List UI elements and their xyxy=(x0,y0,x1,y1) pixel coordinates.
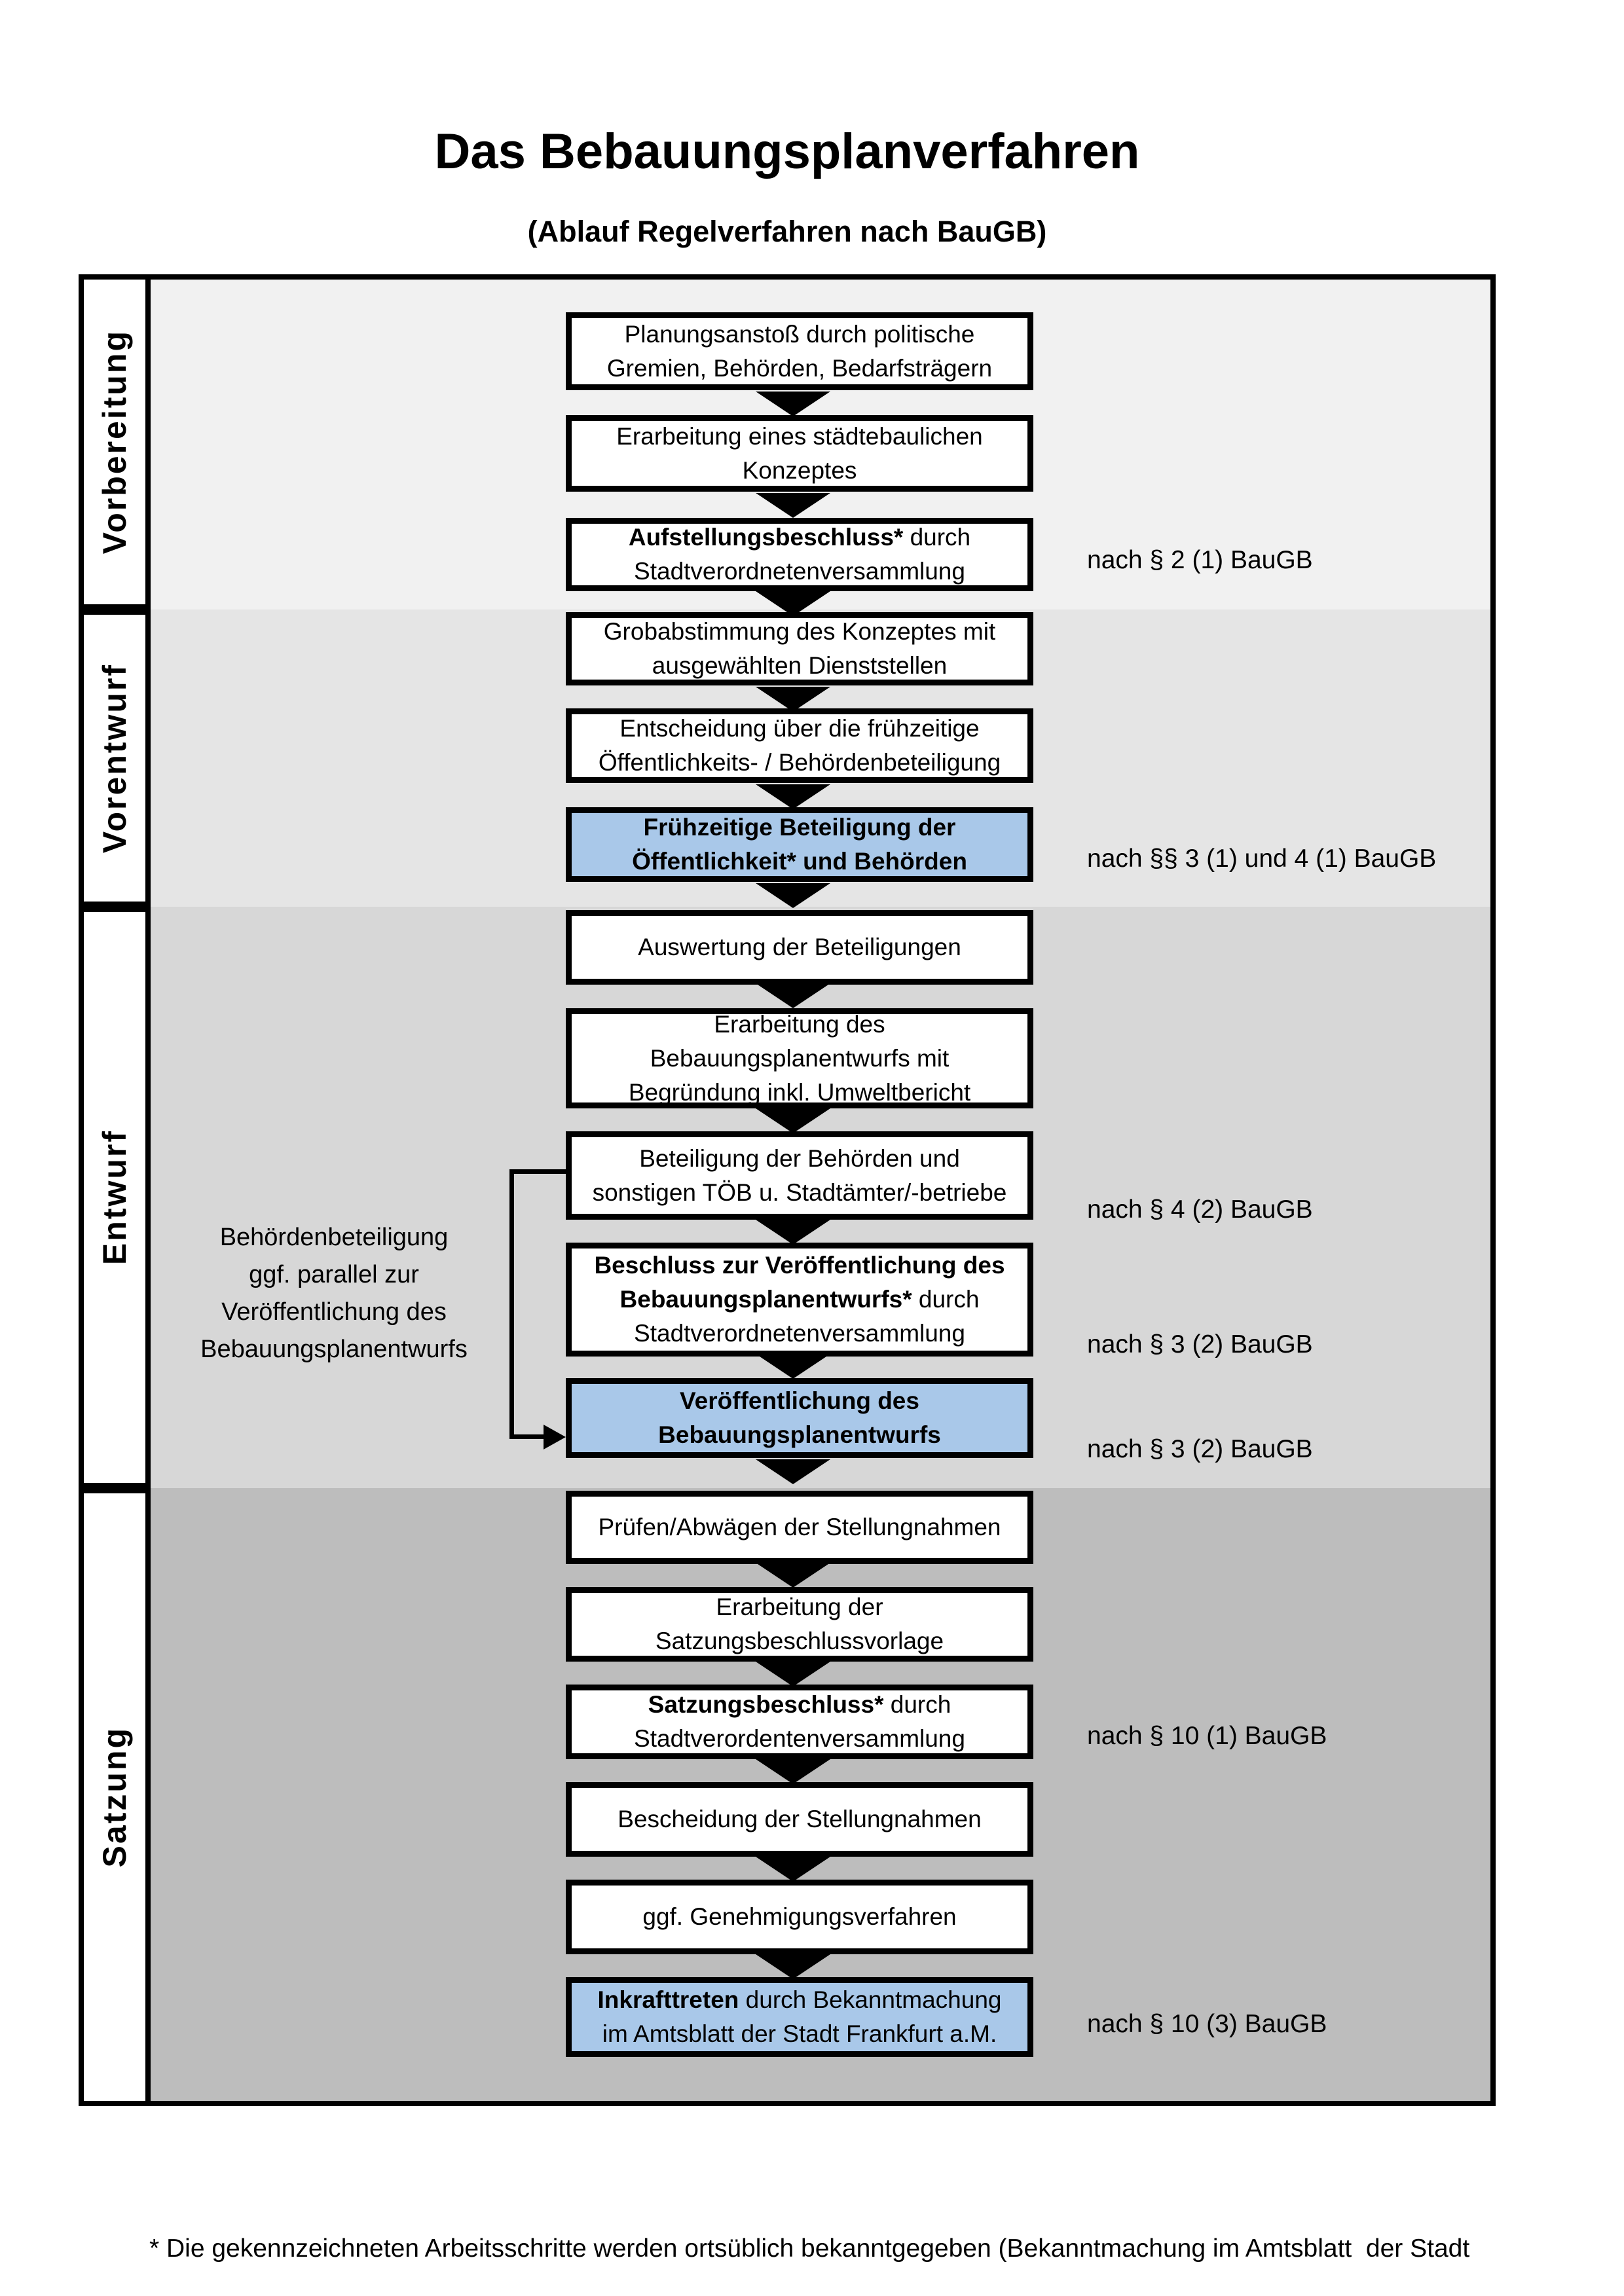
footnote-line: * Die gekennzeichneten Arbeitsschritte w… xyxy=(149,2234,1470,2263)
parallel-connector-arrow-icon xyxy=(544,1425,566,1449)
step-text-bold: Inkrafttreten xyxy=(597,1986,739,2013)
step-pruefen-abwaegen: Prüfen/Abwägen der Stellungnahmen xyxy=(566,1491,1033,1564)
arrow-down-icon xyxy=(756,1459,830,1484)
step-text-bold: Bebauungsplanentwurfs* xyxy=(619,1286,912,1313)
step-text-line: Inkrafttreten durch Bekanntmachung xyxy=(598,1983,1002,2017)
step-text-line: Gremien, Behörden, Bedarfsträgern xyxy=(606,354,993,382)
baugb-reference: nach § 3 (2) BauGB xyxy=(1087,1435,1313,1463)
step-auswertung: Auswertung der Beteiligungen xyxy=(566,910,1033,985)
step-satzungsbeschlussvorlage: Erarbeitung der Satzungsbeschlussvorlage xyxy=(566,1587,1033,1662)
arrow-down-icon xyxy=(756,983,830,1008)
arrow-down-icon xyxy=(756,392,830,416)
arrow-down-icon xyxy=(756,591,830,616)
step-text-line: Veröffentlichung des xyxy=(680,1387,919,1414)
baugb-reference: nach § 10 (1) BauGB xyxy=(1087,1722,1327,1750)
parallel-note-line: Behördenbeteiligung xyxy=(219,1224,449,1251)
step-grobabstimmung: Grobabstimmung des Konzeptes mit ausgewä… xyxy=(566,612,1033,685)
parallel-note-line: Veröffentlichung des xyxy=(221,1298,447,1326)
step-text-line: ausgewählten Dienststellen xyxy=(652,652,948,679)
step-text-line: sonstigen TÖB u. Stadtämter/-betriebe xyxy=(592,1178,1007,1206)
step-beschluss-veroeffentlichung: Beschluss zur Veröffentlichung des Bebau… xyxy=(566,1243,1033,1357)
step-text-line: Satzungsbeschluss* durch xyxy=(648,1688,951,1722)
arrow-down-icon xyxy=(756,1954,830,1979)
step-text: durch Bekanntmachung xyxy=(739,1986,1002,2013)
arrow-down-icon xyxy=(756,687,830,712)
step-planungsanstoss: Planungsanstoß durch politische Gremien,… xyxy=(566,312,1033,390)
step-text: durch xyxy=(903,524,971,551)
step-text: durch xyxy=(912,1286,980,1313)
step-text-line: Beschluss zur Veröffentlichung des xyxy=(594,1252,1005,1279)
step-text-line: im Amtsblatt der Stadt Frankfurt a.M. xyxy=(602,2020,997,2047)
step-fruehzeitige-beteiligung: Frühzeitige Beteiligung der Öffentlichke… xyxy=(566,807,1033,882)
step-inkrafttreten: Inkrafttreten durch Bekanntmachung im Am… xyxy=(566,1977,1033,2057)
arrow-down-icon xyxy=(756,1662,830,1686)
step-bescheidung: Bescheidung der Stellungnahmen xyxy=(566,1782,1033,1857)
step-text-bold: Satzungsbeschluss* xyxy=(648,1691,884,1718)
parallel-note: Behördenbeteiligung ggf. parallel zur Ve… xyxy=(151,1219,517,1368)
step-text: durch xyxy=(883,1691,951,1718)
step-text-line: Öffentlichkeit* und Behörden xyxy=(632,848,967,875)
step-satzungsbeschluss: Satzungsbeschluss* durch Stadtverordente… xyxy=(566,1685,1033,1759)
step-text-line: Grobabstimmung des Konzeptes mit xyxy=(603,618,996,645)
arrow-down-icon xyxy=(756,1108,830,1133)
step-text-line: Stadtverordnetenversammlung xyxy=(634,1320,965,1347)
step-beteiligung-behoerden: Beteiligung der Behörden und sonstigen T… xyxy=(566,1131,1033,1220)
step-text-line: Bebauungsplanentwurfs xyxy=(658,1421,941,1448)
step-text-line: Öffentlichkeits- / Behördenbeteiligung xyxy=(598,749,1001,776)
parallel-note-line: Bebauungsplanentwurfs xyxy=(200,1336,468,1363)
page-title: Das Bebauungsplanverfahren xyxy=(434,124,1140,179)
step-entscheidung-beteiligung: Entscheidung über die frühzeitige Öffent… xyxy=(566,708,1033,783)
step-text-line: Bebauungsplanentwurfs* durch xyxy=(620,1283,980,1317)
step-text-line: Erarbeitung der xyxy=(716,1594,883,1620)
diagram-frame xyxy=(79,274,1496,2106)
step-text-line: ggf. Genehmigungsverfahren xyxy=(642,1903,957,1930)
step-text-line: Erarbeitung eines städtebaulichen xyxy=(616,422,983,450)
baugb-reference: nach § 4 (2) BauGB xyxy=(1087,1195,1313,1224)
step-text-line: Satzungsbeschlussvorlage xyxy=(655,1628,944,1654)
step-text-line: Bescheidung der Stellungnahmen xyxy=(618,1806,982,1832)
arrow-down-icon xyxy=(756,493,830,518)
step-text-line: Stadtverordentenversammlung xyxy=(634,1725,965,1752)
step-text-line: Prüfen/Abwägen der Stellungnahmen xyxy=(598,1514,1001,1540)
parallel-note-line: ggf. parallel zur xyxy=(249,1261,419,1288)
parallel-connector-bottom-line xyxy=(509,1434,546,1439)
baugb-reference: nach § 10 (3) BauGB xyxy=(1087,2010,1327,2038)
arrow-down-icon xyxy=(756,1220,830,1245)
step-text-line: Stadtverordnetenversammlung xyxy=(634,558,965,585)
parallel-connector-top-line xyxy=(509,1169,567,1174)
step-veroeffentlichung: Veröffentlichung des Bebauungsplanentwur… xyxy=(566,1378,1033,1458)
step-text-line: Beteiligung der Behörden und xyxy=(639,1144,960,1172)
baugb-reference: nach §§ 3 (1) und 4 (1) BauGB xyxy=(1087,845,1437,873)
arrow-down-icon xyxy=(756,784,830,809)
step-text-line: Planungsanstoß durch politische xyxy=(624,320,975,348)
step-text-line: Bebauungsplanentwurfs mit xyxy=(650,1044,950,1072)
parallel-connector-vertical-line xyxy=(509,1169,514,1439)
step-text-line: Aufstellungsbeschluss* durch xyxy=(629,520,970,555)
arrow-down-icon xyxy=(756,1354,830,1379)
arrow-down-icon xyxy=(756,883,830,908)
step-text-line: Begründung inkl. Umweltbericht xyxy=(628,1078,971,1106)
step-text-line: Auswertung der Beteiligungen xyxy=(638,934,961,960)
step-text-bold: Aufstellungsbeschluss* xyxy=(628,524,904,551)
arrow-down-icon xyxy=(756,1563,830,1588)
step-text-line: Erarbeitung des xyxy=(714,1010,885,1038)
footnote: * Die gekennzeichneten Arbeitsschritte w… xyxy=(149,2149,1544,2296)
step-staedtebauliches-konzept: Erarbeitung eines städtebaulichen Konzep… xyxy=(566,415,1033,492)
arrow-down-icon xyxy=(756,1857,830,1882)
arrow-down-icon xyxy=(756,1759,830,1784)
step-erarbeitung-entwurf: Erarbeitung des Bebauungsplanentwurfs mi… xyxy=(566,1008,1033,1108)
step-aufstellungsbeschluss: Aufstellungsbeschluss* durch Stadtverord… xyxy=(566,518,1033,591)
step-text-line: Entscheidung über die frühzeitige xyxy=(619,715,980,742)
baugb-reference: nach § 2 (1) BauGB xyxy=(1087,546,1313,574)
step-genehmigungsverfahren: ggf. Genehmigungsverfahren xyxy=(566,1880,1033,1954)
page-subtitle: (Ablauf Regelverfahren nach BauGB) xyxy=(527,215,1047,248)
step-text-line: Konzeptes xyxy=(742,456,857,484)
baugb-reference: nach § 3 (2) BauGB xyxy=(1087,1330,1313,1358)
step-text-line: Frühzeitige Beteiligung der xyxy=(643,814,956,841)
